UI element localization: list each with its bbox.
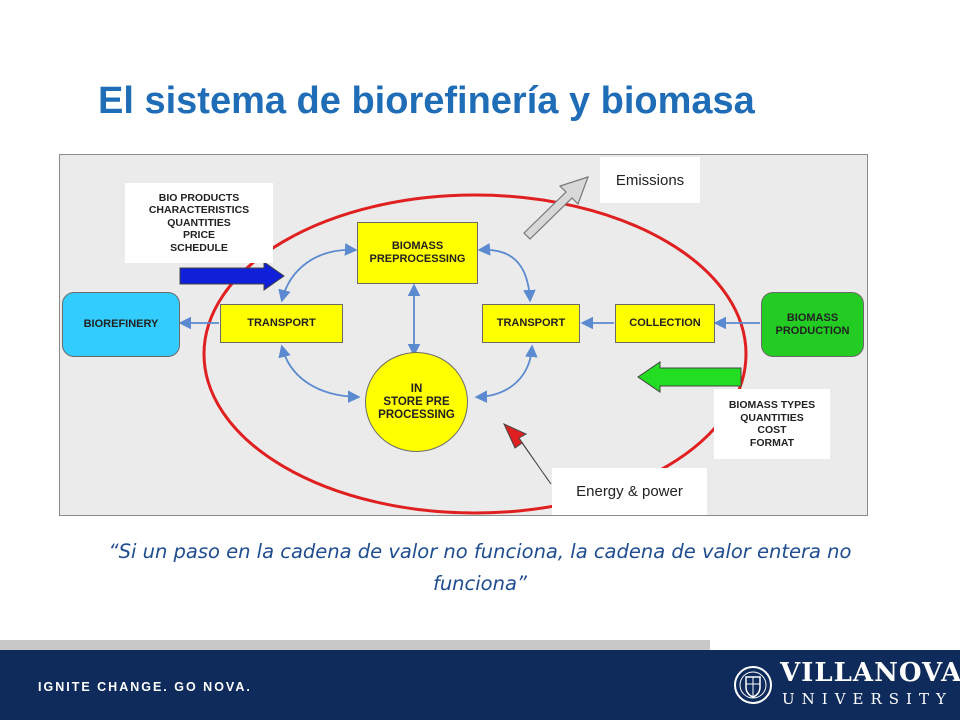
footer-accent-strip	[0, 640, 710, 650]
production-label-line-2: PRODUCTION	[775, 324, 850, 337]
biomass-types-line-2: QUANTITIES	[740, 411, 804, 424]
node-in-store-preprocessing: IN STORE PRE PROCESSING	[365, 352, 468, 452]
footer-tagline: IGNITE CHANGE. GO NOVA.	[38, 680, 252, 694]
brand-name: VILLANOVA	[780, 658, 960, 688]
preprocessing-label-line-2: PREPROCESSING	[369, 253, 466, 265]
node-biorefinery-label: BIOREFINERY	[83, 318, 159, 330]
node-transport-left: TRANSPORT	[220, 304, 343, 343]
bio-products-line-4: PRICE	[182, 229, 216, 242]
production-label-line-1: BIOMASS	[786, 311, 839, 324]
biomass-types-line-3: COST	[757, 424, 787, 436]
value-chain-quote: “Si un paso en la cadena de valor no fun…	[108, 540, 852, 595]
bio-products-line-3: QUANTITIES	[167, 216, 231, 229]
bio-products-line-1: BIO PRODUCTS	[158, 191, 240, 204]
bio-products-line-5: SCHEDULE	[170, 241, 228, 254]
node-collection-label: COLLECTION	[629, 317, 701, 329]
emissions-label: Emissions	[615, 171, 685, 189]
footer-bar	[0, 650, 960, 720]
node-biomass-production: BIOMASS PRODUCTION	[761, 292, 864, 357]
node-transport-right-label: TRANSPORT	[496, 317, 566, 329]
biomass-types-line-4: FORMAT	[749, 436, 795, 449]
store-label-line-2: STORE PRE	[383, 395, 450, 408]
node-collection: COLLECTION	[615, 304, 715, 343]
biomass-types-info-box: BIOMASS TYPES QUANTITIES COST FORMAT	[714, 389, 830, 459]
node-biorefinery: BIOREFINERY	[62, 292, 180, 357]
university-seal-icon	[734, 666, 772, 704]
node-biomass-preprocessing: BIOMASS PREPROCESSING	[357, 222, 478, 284]
preprocessing-label-line-1: BIOMASS	[391, 240, 444, 252]
energy-label-box: Energy & power	[552, 468, 707, 515]
bio-products-info-box: BIO PRODUCTS CHARACTERISTICS QUANTITIES …	[125, 183, 273, 263]
emissions-label-box: Emissions	[600, 157, 700, 203]
store-label-line-1: IN	[410, 382, 423, 395]
biomass-types-line-1: BIOMASS TYPES	[728, 399, 816, 411]
node-transport-left-label: TRANSPORT	[247, 317, 316, 329]
node-transport-right: TRANSPORT	[482, 304, 580, 343]
slide-title: El sistema de biorefinería y biomasa	[98, 80, 755, 122]
energy-label: Energy & power	[576, 483, 683, 500]
bio-products-line-2: CHARACTERISTICS	[148, 204, 250, 217]
brand-subtitle: UNIVERSITY	[782, 690, 953, 708]
store-label-line-3: PROCESSING	[378, 408, 455, 421]
